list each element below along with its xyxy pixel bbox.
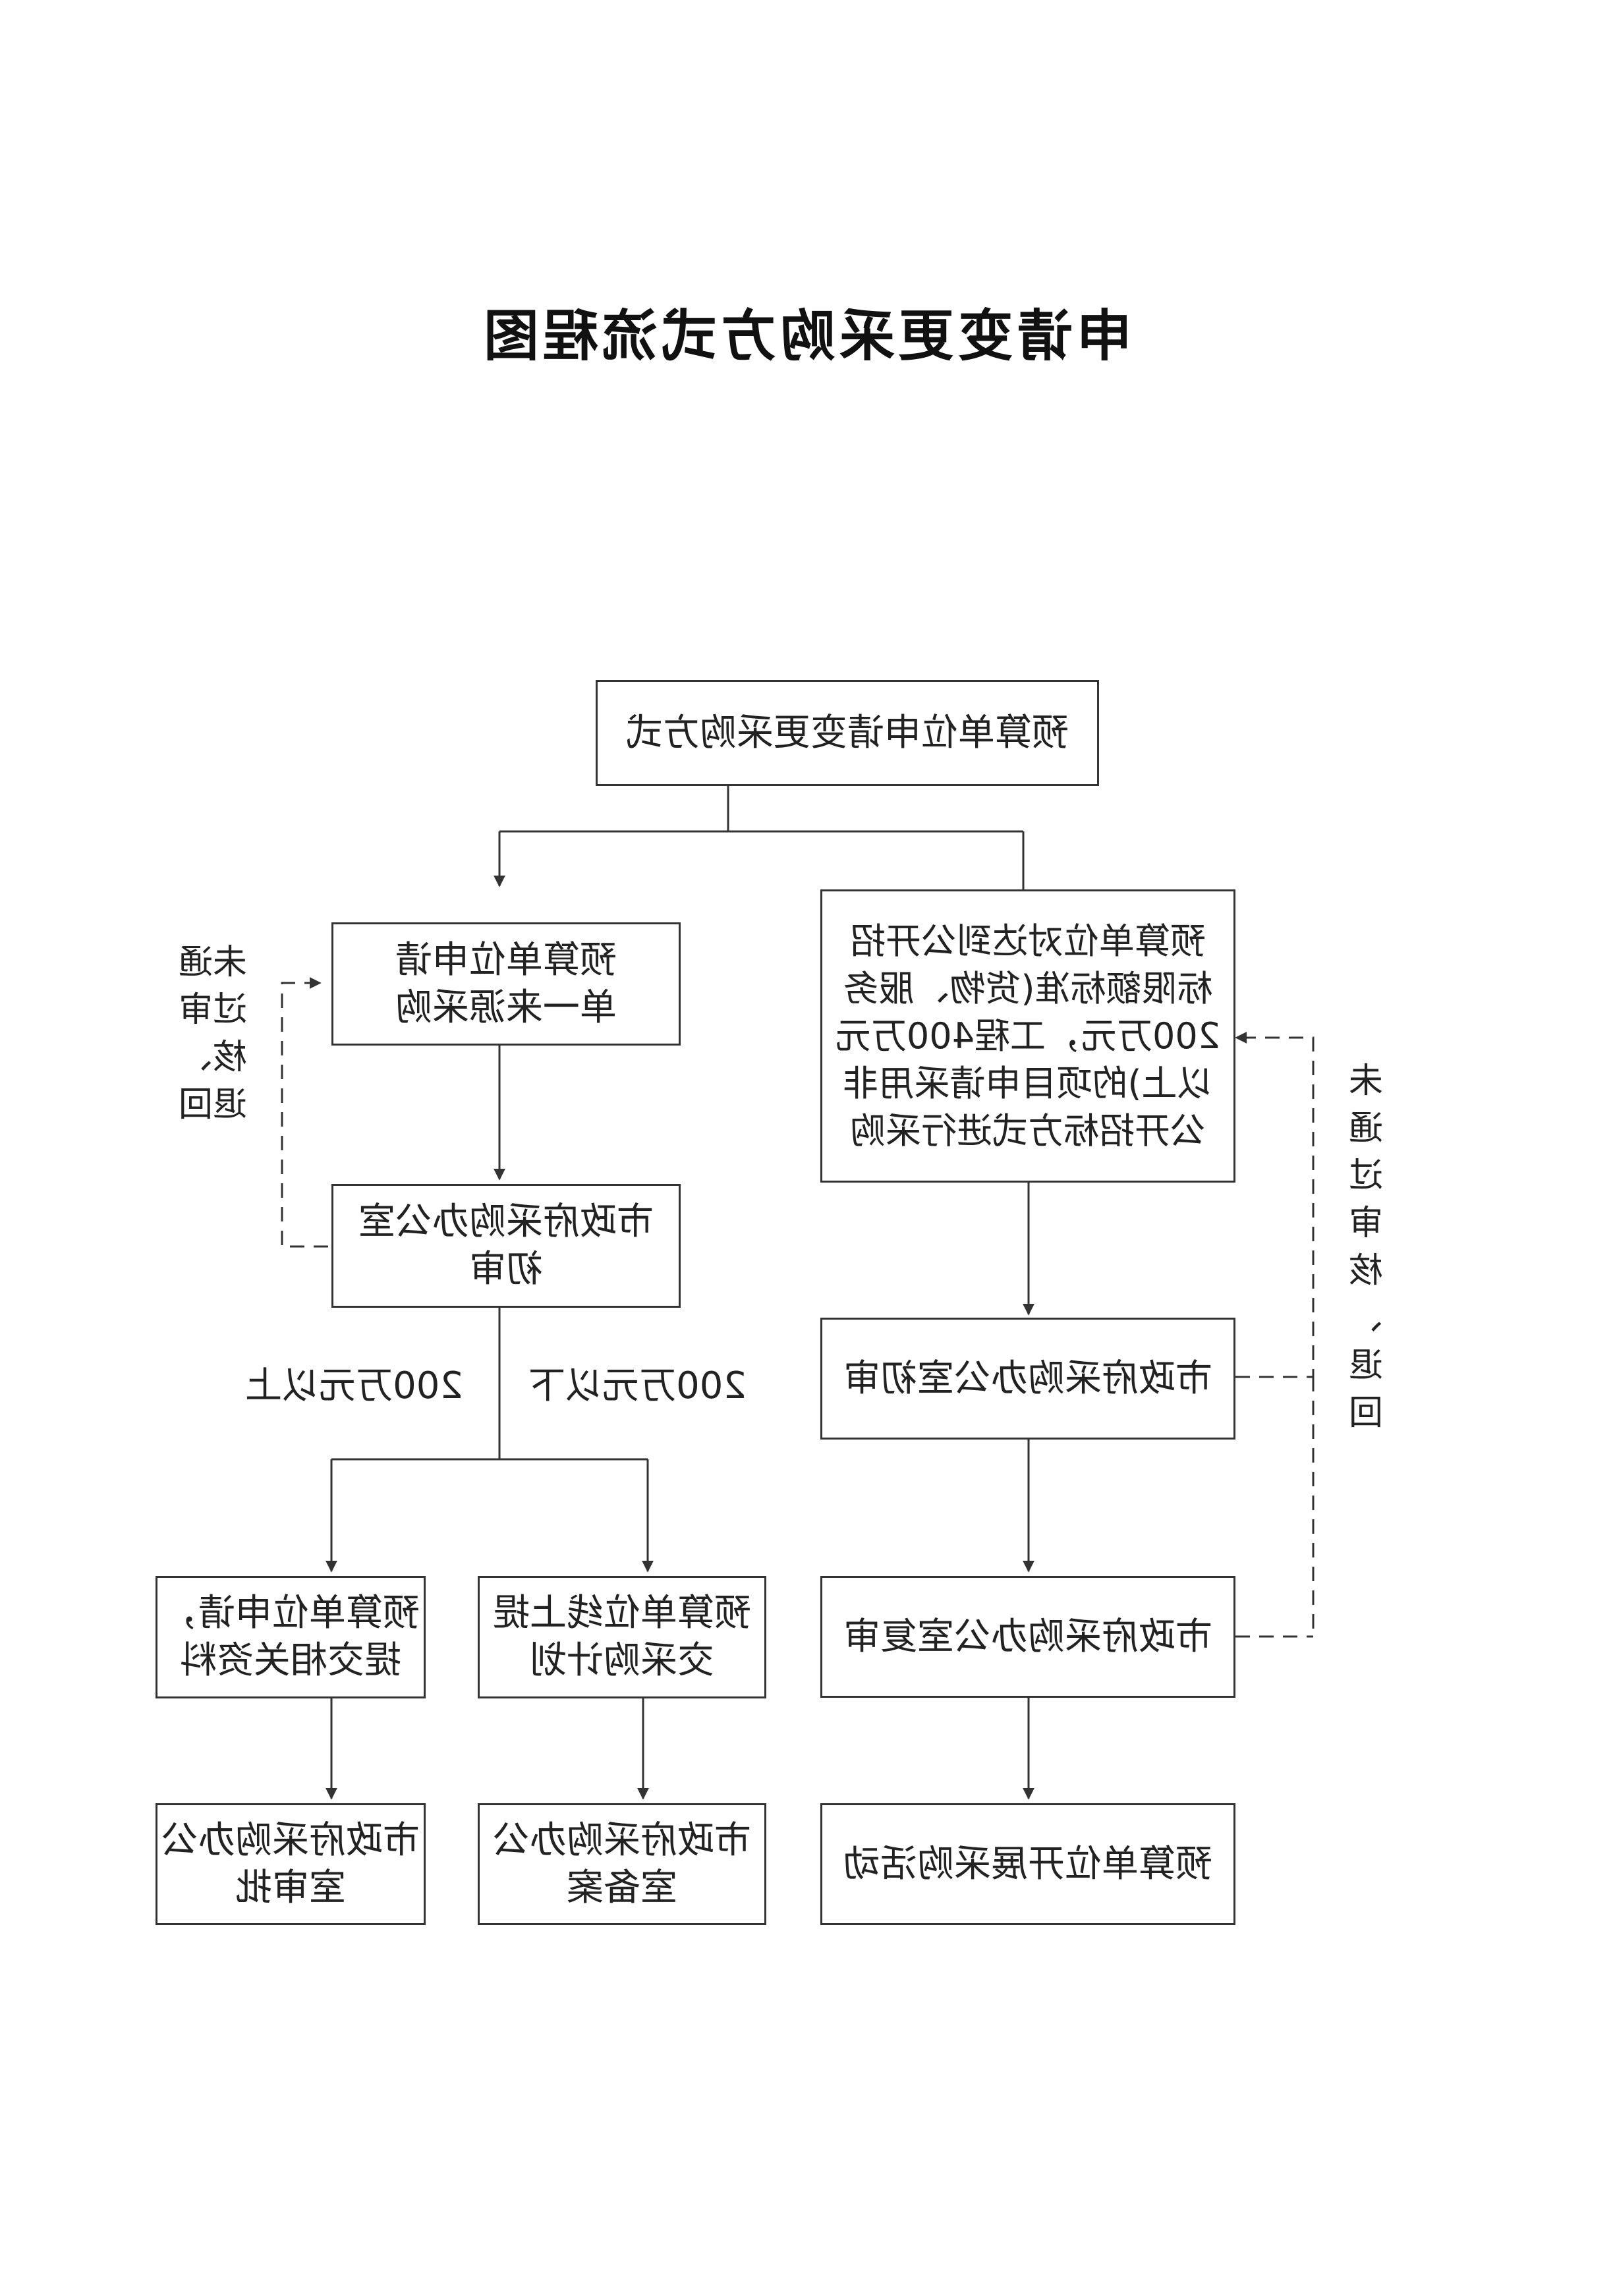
- right-second-review-text: 市政府采购办公室复审: [843, 1615, 1212, 1658]
- above-200-submit-node: 预算单位申请， 提交相关资料: [156, 1576, 426, 1698]
- above-200-label: 200万元以上: [245, 1364, 463, 1407]
- single-source-apply-node: 预算单位申请 单一来源采购: [331, 922, 681, 1046]
- single-source-apply-text: 预算单位申请 单一来源采购: [395, 938, 617, 1029]
- start-node-text: 预算单位申请变更采购方式: [626, 711, 1069, 754]
- right-initial-review-text: 市政府采购办公室初审: [843, 1357, 1212, 1400]
- below-200-submit-text: 预算单位线上提 交采购计划: [493, 1592, 751, 1682]
- below-200-record-text: 市政府采购办公 室备案: [493, 1818, 751, 1909]
- below-200-submit-node: 预算单位线上提 交采购计划: [478, 1576, 766, 1698]
- below-200-label: 200万元以下: [528, 1364, 747, 1407]
- reject-label-right: 未 通 过 审 核 、 退 回: [1349, 1061, 1384, 1433]
- procurement-activity-text: 预算单位开展采购活动: [843, 1842, 1212, 1886]
- procurement-activity-node: 预算单位开展采购活动: [820, 1803, 1235, 1925]
- reject-loop-left: [281, 977, 328, 1248]
- below-200-record-node: 市政府采购办公 室备案: [478, 1803, 766, 1925]
- left-initial-review-node: 市政府采购办公室 初审: [331, 1184, 681, 1308]
- start-node: 预算单位申请变更采购方式: [596, 680, 1099, 786]
- above-200-approve-text: 市政府采购办公 室审批: [161, 1818, 420, 1909]
- right-second-review-node: 市政府采购办公室复审: [820, 1576, 1235, 1698]
- public-tender-apply-node: 预算单位对达到公开招 标限额标准(货物、服务 200万元，工程400万元 以上)…: [820, 889, 1235, 1183]
- above-200-submit-text: 预算单位申请， 提交相关资料: [161, 1592, 420, 1682]
- public-tender-apply-text: 预算单位对达到公开招 标限额标准(货物、服务 200万元，工程400万元 以上)…: [835, 920, 1221, 1152]
- reject-label-left: 未通 过审 核、 退回: [179, 943, 248, 1125]
- left-initial-review-text: 市政府采购办公室 初审: [358, 1200, 654, 1291]
- above-200-approve-node: 市政府采购办公 室审批: [156, 1803, 426, 1925]
- reject-loop-right-a: [1235, 1032, 1315, 1378]
- right-initial-review-node: 市政府采购办公室初审: [820, 1318, 1235, 1440]
